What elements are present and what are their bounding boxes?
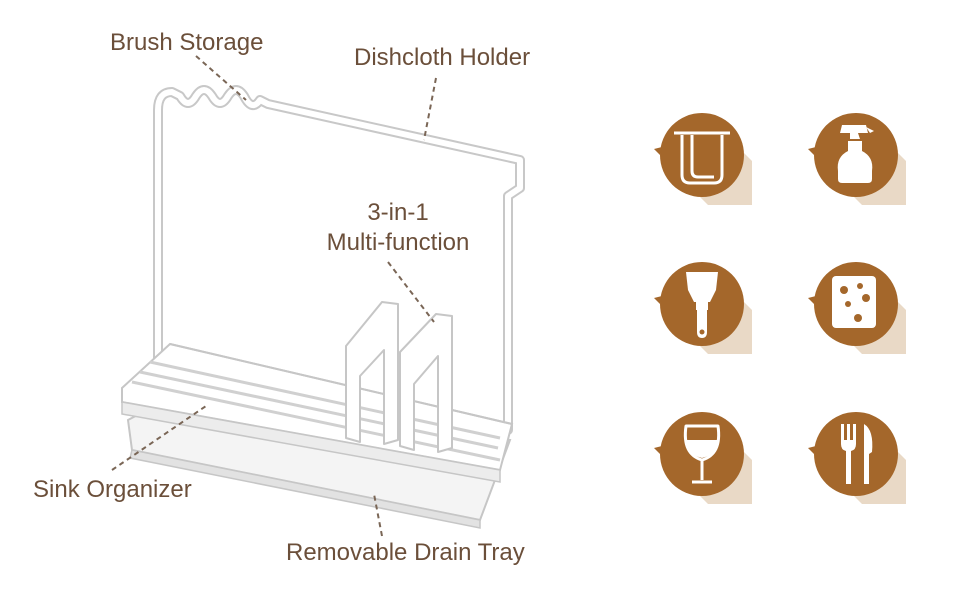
towel-icon: [654, 113, 752, 205]
label-drain-tray: Removable Drain Tray: [286, 539, 525, 566]
wine-glass-icon: [654, 412, 752, 504]
sponge-dividers: [345, 301, 453, 453]
fork-knife-icon: [808, 412, 906, 504]
scrub-brush-icon: [654, 262, 752, 354]
label-brush-storage: Brush Storage: [110, 29, 264, 56]
label-multi-line1: 3-in-1: [367, 199, 429, 226]
leader-lines: [111, 55, 437, 537]
spray-bottle-icon: [808, 113, 906, 205]
label-multi-line2: Multi-function: [326, 229, 470, 256]
sponge-icon: [808, 262, 906, 354]
label-sink-organizer: Sink Organizer: [33, 476, 192, 503]
label-dishcloth-holder: Dishcloth Holder: [354, 44, 531, 71]
wire-frame: [153, 85, 525, 435]
label-multi-function: 3-in-1 Multi-function: [318, 198, 478, 258]
